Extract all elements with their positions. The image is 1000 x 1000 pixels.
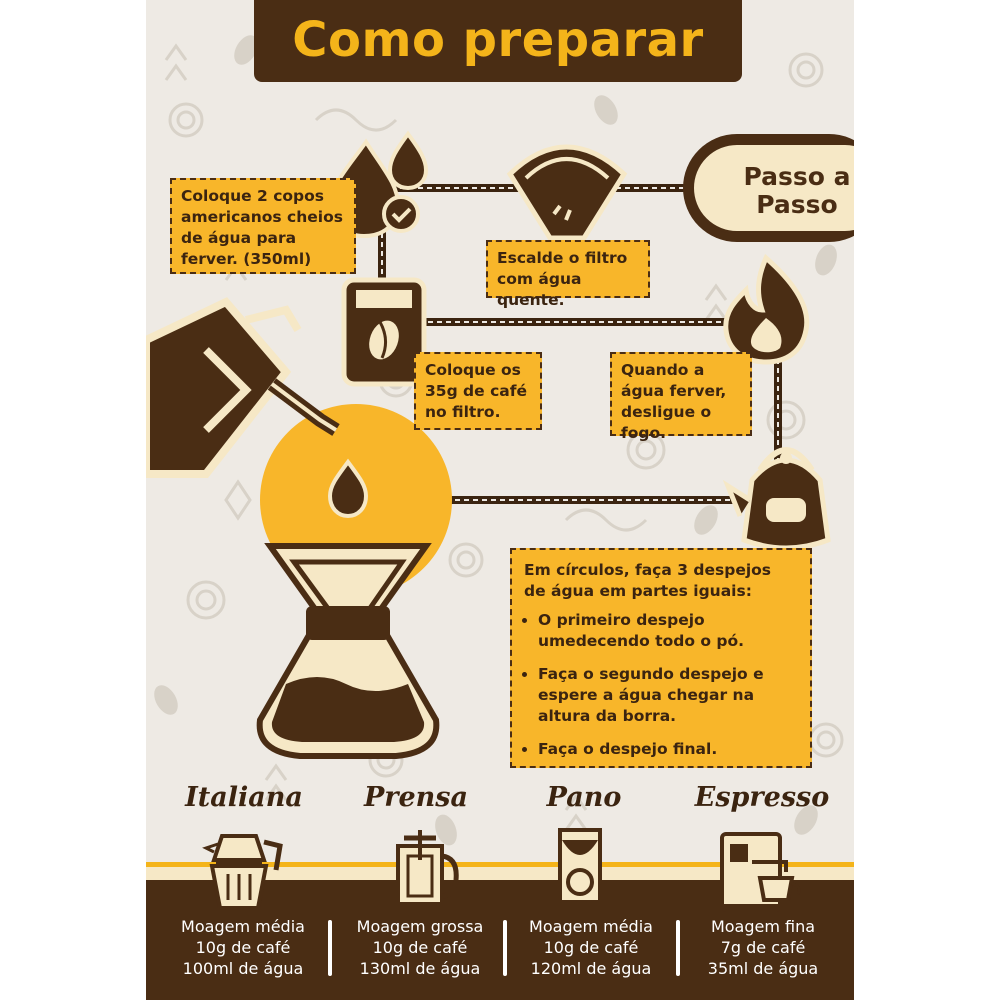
step-text-filter: Escalde o filtro com água quente. xyxy=(497,249,628,309)
coffee-filter-icon xyxy=(506,144,628,241)
method-name-pano: Pano xyxy=(546,782,622,813)
water-drop-icon xyxy=(327,458,369,519)
method-name-italiana: Italiana xyxy=(185,782,303,813)
coffee-bag-icon xyxy=(341,277,427,387)
badge-label: Passo a Passo xyxy=(722,163,854,219)
chemex-illustration xyxy=(146,297,452,759)
method-name-espresso: Espresso xyxy=(694,782,830,813)
french-press-icon xyxy=(394,830,459,910)
footer-divider xyxy=(328,920,332,976)
spec-grind: Moagem grossa xyxy=(356,917,484,936)
kettle-icon xyxy=(722,447,831,551)
spec-water: 35ml de água xyxy=(707,959,819,978)
footer-stripe xyxy=(146,862,854,880)
espresso-machine-icon xyxy=(718,832,801,912)
method-specs-pano: Moagem média 10g de café 120ml de água xyxy=(506,916,676,979)
spec-coffee: 10g de café xyxy=(543,938,639,957)
spec-coffee: 7g de café xyxy=(720,938,806,957)
method-specs-espresso: Moagem fina 7g de café 35ml de água xyxy=(678,916,848,979)
step-text-coffee: Coloque os 35g de café no filtro. xyxy=(425,361,527,421)
pour-step-3: Faça o despejo final. xyxy=(538,739,798,760)
step-text-fire: Quando a água ferver, desligue o fogo. xyxy=(621,361,727,442)
footer-divider xyxy=(676,920,680,976)
method-specs-prensa: Moagem grossa 10g de café 130ml de água xyxy=(335,916,505,979)
spec-coffee: 10g de café xyxy=(195,938,291,957)
spec-grind: Moagem média xyxy=(181,917,305,936)
method-name-prensa: Prensa xyxy=(363,782,469,813)
badge-inner: Passo a Passo xyxy=(691,142,854,234)
pour-list: O primeiro despejo umedecendo todo o pó.… xyxy=(524,610,798,760)
spec-grind: Moagem média xyxy=(529,917,653,936)
poster: Como preparar xyxy=(146,0,854,1000)
footer-divider xyxy=(503,920,507,976)
step-note-coffee: Coloque os 35g de café no filtro. xyxy=(414,352,542,430)
moka-pot-icon xyxy=(202,834,283,910)
pour-intro: Em círculos, faça 3 despejos de água em … xyxy=(524,561,772,600)
spec-water: 120ml de água xyxy=(530,959,652,978)
step-note-fire: Quando a água ferver, desligue o fogo. xyxy=(610,352,752,442)
page-title: Como preparar xyxy=(292,12,704,68)
step-note-filter: Escalde o filtro com água quente. xyxy=(486,240,650,309)
method-icons xyxy=(202,828,801,912)
step-note-boil: Coloque 2 copos americanos cheios de águ… xyxy=(170,178,356,274)
step-text-boil: Coloque 2 copos americanos cheios de águ… xyxy=(181,187,343,268)
pour-step-2: Faça o segundo despejo e espere a água c… xyxy=(538,664,798,727)
pour-step-1: O primeiro despejo umedecendo todo o pó. xyxy=(538,610,798,652)
spec-water: 100ml de água xyxy=(182,959,304,978)
fire-icon xyxy=(723,253,810,365)
step-by-step-badge: Passo a Passo xyxy=(683,134,854,242)
title-banner: Como preparar xyxy=(254,0,742,82)
spec-grind: Moagem fina xyxy=(710,917,816,936)
badge-line2: Passo xyxy=(756,190,838,219)
cloth-filter-icon xyxy=(556,828,604,912)
spec-water: 130ml de água xyxy=(359,959,481,978)
chemex-icon xyxy=(256,543,440,759)
pour-instructions: Em círculos, faça 3 despejos de água em … xyxy=(510,548,812,768)
method-specs-italiana: Moagem média 10g de café 100ml de água xyxy=(158,916,328,979)
pour-kettle-icon xyxy=(146,297,340,478)
spec-coffee: 10g de café xyxy=(372,938,468,957)
badge-line1: Passo a xyxy=(743,162,851,191)
